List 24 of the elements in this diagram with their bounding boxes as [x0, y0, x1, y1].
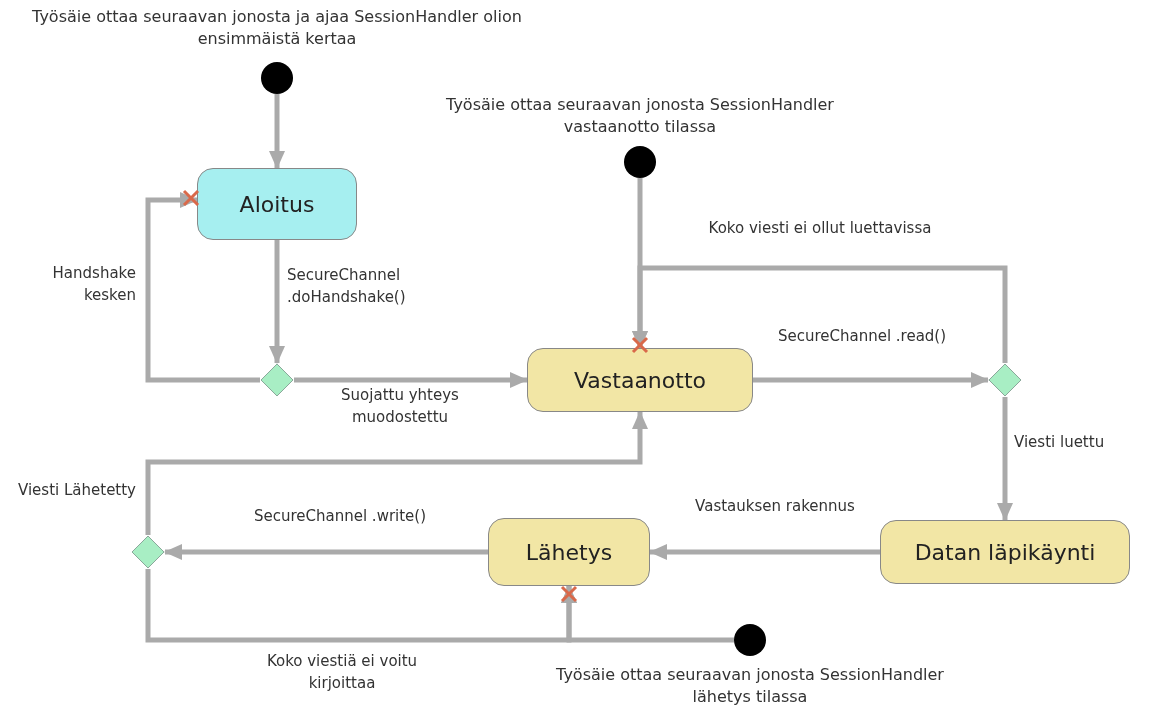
decision-diamond: [131, 535, 165, 569]
arrow: [997, 397, 1013, 521]
arrow: [269, 240, 285, 364]
arrow: [649, 544, 880, 560]
decision-diamond: [988, 363, 1022, 397]
arrow: [164, 544, 488, 560]
arrow: [145, 411, 648, 535]
arrow: [632, 265, 1008, 363]
start-node: [624, 146, 656, 178]
arrow: [145, 192, 260, 383]
arrow: [753, 372, 989, 388]
node-caption: Työsäie ottaa seuraavan jonosta SessionHandler lähetys tilassa: [555, 664, 945, 708]
state-box: Lähetys: [488, 518, 650, 586]
node-caption: Työsäie ottaa seuraavan jonosta SessionHandler vastaanotto tilassa: [445, 94, 835, 138]
arrow: [294, 372, 528, 388]
start-node: [734, 624, 766, 656]
decision-diamond: [260, 363, 294, 397]
arrow: [269, 94, 285, 169]
state-box: Datan läpikäynti: [880, 520, 1130, 584]
start-node: [261, 62, 293, 94]
state-box: Aloitus: [197, 168, 357, 240]
arrow: [561, 585, 734, 643]
state-box: Vastaanotto: [527, 348, 753, 412]
node-caption: Työsäie ottaa seuraavan jonosta ja ajaa SessionHandler olion ensimmäistä kertaa: [31, 6, 523, 50]
